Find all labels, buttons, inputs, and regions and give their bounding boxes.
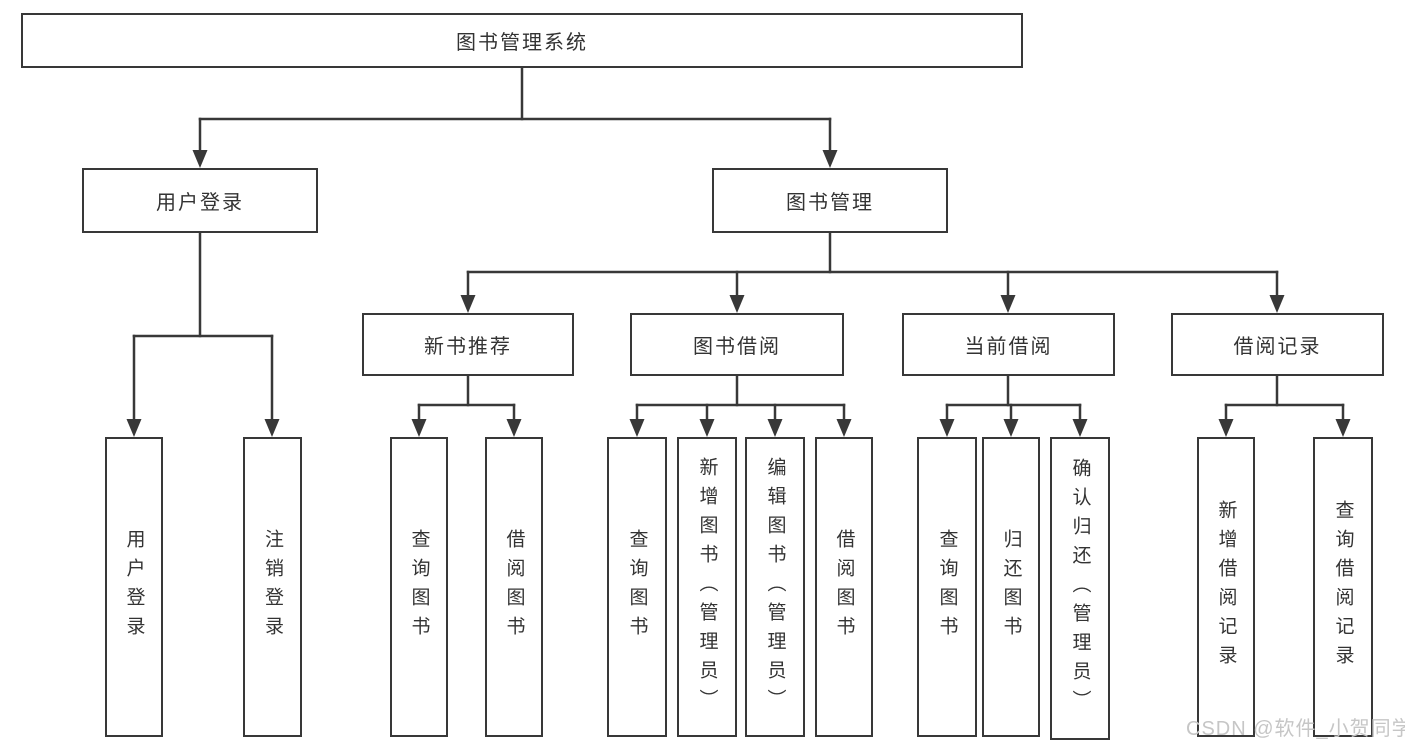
leaf-add-borrow-record: 新增借阅记录 bbox=[1197, 437, 1255, 737]
leaf-query-borrow-record: 查询借阅记录 bbox=[1313, 437, 1373, 737]
node-borrowing-records-label: 借阅记录 bbox=[1233, 336, 1322, 358]
leaf-borrow-books-borrowing-label: 借阅图书 bbox=[833, 529, 855, 645]
leaf-borrow-books-recommend-label: 借阅图书 bbox=[503, 529, 525, 645]
leaf-query-books-borrowing: 查询图书 bbox=[607, 437, 667, 737]
node-book-borrowing: 图书借阅 bbox=[630, 313, 844, 376]
node-book-borrowing-label: 图书借阅 bbox=[693, 336, 781, 358]
node-new-book-recommend: 新书推荐 bbox=[362, 313, 574, 376]
leaf-add-borrow-record-label: 新增借阅记录 bbox=[1215, 500, 1237, 674]
csdn-watermark: CSDN @软件_小贺同学 bbox=[1186, 718, 1405, 740]
leaf-user-login: 用户登录 bbox=[105, 437, 163, 737]
node-root-label: 图书管理系统 bbox=[456, 32, 588, 54]
node-current-borrowing-label: 当前借阅 bbox=[964, 336, 1053, 358]
leaf-query-books-recommend: 查询图书 bbox=[390, 437, 448, 737]
node-book-management: 图书管理 bbox=[712, 168, 948, 233]
leaf-user-login-label: 用户登录 bbox=[123, 529, 145, 645]
node-root: 图书管理系统 bbox=[21, 13, 1023, 68]
leaf-logout-login-label: 注销登录 bbox=[262, 529, 283, 645]
node-book-management-label: 图书管理 bbox=[786, 192, 874, 214]
leaf-confirm-return-admin: 确认归还（管理员） bbox=[1050, 437, 1110, 740]
leaf-query-borrow-record-label: 查询借阅记录 bbox=[1332, 500, 1354, 674]
leaf-logout-login: 注销登录 bbox=[243, 437, 302, 737]
node-current-borrowing: 当前借阅 bbox=[902, 313, 1115, 376]
leaf-borrow-books-borrowing: 借阅图书 bbox=[815, 437, 873, 737]
leaf-query-books-current: 查询图书 bbox=[917, 437, 977, 737]
leaf-confirm-return-admin-label: 确认归还（管理员） bbox=[1069, 458, 1091, 719]
leaf-edit-books-admin: 编辑图书（管理员） bbox=[745, 437, 805, 737]
leaf-query-books-borrowing-label: 查询图书 bbox=[626, 529, 648, 645]
leaf-add-books-admin-label: 新增图书（管理员） bbox=[696, 456, 718, 718]
leaf-edit-books-admin-label: 编辑图书（管理员） bbox=[764, 456, 786, 718]
leaf-query-books-recommend-label: 查询图书 bbox=[408, 529, 430, 645]
leaf-query-books-current-label: 查询图书 bbox=[936, 529, 958, 645]
leaf-return-books-label: 归还图书 bbox=[1000, 529, 1022, 645]
node-borrowing-records: 借阅记录 bbox=[1171, 313, 1384, 376]
node-user-login-label: 用户登录 bbox=[156, 192, 244, 214]
leaf-return-books: 归还图书 bbox=[982, 437, 1040, 737]
node-new-book-recommend-label: 新书推荐 bbox=[424, 336, 512, 358]
leaf-borrow-books-recommend: 借阅图书 bbox=[485, 437, 543, 737]
leaf-add-books-admin: 新增图书（管理员） bbox=[677, 437, 737, 737]
node-user-login: 用户登录 bbox=[82, 168, 318, 233]
